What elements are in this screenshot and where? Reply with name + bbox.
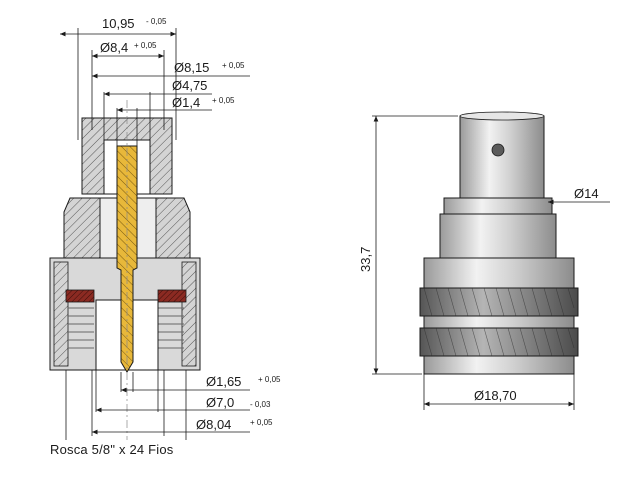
dim-4-75: Ø4,75: [172, 78, 207, 93]
dimension-labels: 10,95 - 0,05 Ø8,4 + 0,05 Ø8,15 + 0,05 Ø4…: [50, 16, 599, 457]
center-pin: [116, 145, 138, 373]
dim-33-7: 33,7: [358, 247, 373, 272]
exterior-view: [419, 111, 579, 375]
seal-left: [65, 289, 95, 303]
dim-14: Ø14: [574, 186, 599, 201]
dim-10-95-tol: - 0,05: [146, 17, 167, 26]
bayonet-pin-hole: [491, 143, 505, 157]
seal-right: [157, 289, 187, 303]
section-dimension-lines: [59, 28, 250, 440]
dim-8-4-tol: + 0,05: [134, 41, 157, 50]
dim-18-70: Ø18,70: [474, 388, 517, 403]
thread-label: Rosca 5/8" x 24 Fios: [50, 442, 174, 457]
dim-8-15: Ø8,15: [174, 60, 209, 75]
dim-1-4: Ø1,4: [172, 95, 200, 110]
dim-7-0: Ø7,0: [206, 395, 234, 410]
dim-8-04-tol: + 0,05: [250, 418, 273, 427]
dim-8-4: Ø8,4: [100, 40, 128, 55]
dim-1-65-tol: + 0,05: [258, 375, 281, 384]
dim-7-0-tol: - 0,03: [250, 400, 271, 409]
dim-1-65: Ø1,65: [206, 374, 241, 389]
dim-1-4-tol: + 0,05: [212, 96, 235, 105]
dim-8-15-tol: + 0,05: [222, 61, 245, 70]
exterior-dimension-lines: [372, 115, 610, 410]
section-view: [49, 100, 201, 440]
dim-8-04: Ø8,04: [196, 417, 231, 432]
dim-10-95: 10,95: [102, 16, 135, 31]
